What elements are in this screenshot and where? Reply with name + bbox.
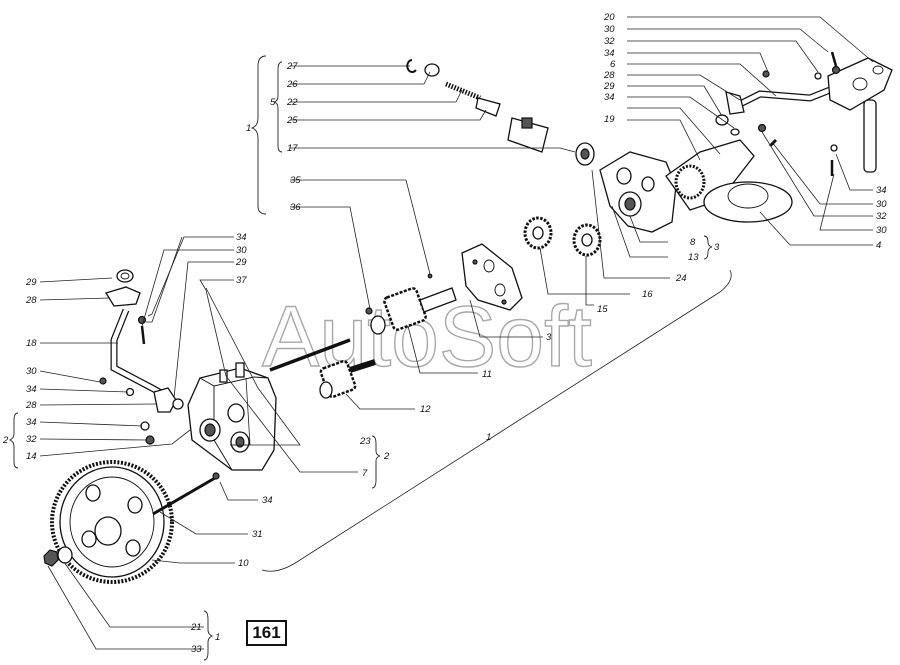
label-15: 15 [597, 304, 608, 315]
label-24: 24 [675, 273, 687, 284]
label-34: 34 [262, 495, 273, 506]
label-33: 33 [191, 644, 202, 655]
label-17: 17 [287, 143, 298, 154]
label-36: 36 [290, 202, 301, 213]
label-11: 11 [482, 369, 492, 380]
figure-number: 161 [252, 623, 281, 642]
label-32: 32 [876, 211, 887, 222]
label-group-1: 1 [246, 123, 251, 134]
label-30: 30 [876, 225, 887, 236]
label-30: 30 [604, 24, 615, 35]
label-28: 28 [603, 70, 615, 81]
small-gear-16-part [572, 223, 602, 257]
label-34: 34 [236, 232, 247, 243]
pump-housing-left-part [187, 362, 277, 471]
label-group-1: 1 [215, 632, 220, 643]
label-30: 30 [876, 199, 887, 210]
oil-tube-left-part [99, 269, 184, 445]
label-32: 32 [604, 36, 615, 47]
label-12: 12 [420, 404, 431, 415]
label-group-5: 5 [270, 97, 276, 108]
label-34: 34 [604, 48, 615, 59]
label-group-2: 2 [383, 451, 390, 462]
part-labels: 20 30 32 34 6 28 29 34 19 34 30 32 30 4 … [2, 12, 887, 655]
label-21: 21 [190, 622, 202, 633]
label-37: 37 [236, 275, 247, 286]
label-31: 31 [252, 529, 263, 540]
label-22: 22 [286, 97, 298, 108]
label-10: 10 [238, 558, 249, 569]
nut-34-part [212, 472, 220, 480]
label-6: 6 [610, 59, 616, 70]
label-28: 28 [25, 400, 37, 411]
pump-gear-12-part [319, 359, 376, 399]
label-27: 27 [286, 61, 298, 72]
label-4: 4 [876, 240, 881, 251]
label-25: 25 [286, 115, 298, 126]
label-19: 19 [604, 114, 615, 125]
label-16: 16 [642, 289, 653, 300]
leader-lines [8, 16, 874, 661]
label-29: 29 [603, 81, 615, 92]
label-group-3: 3 [714, 242, 720, 253]
label-20: 20 [603, 12, 615, 23]
label-34: 34 [26, 384, 37, 395]
label-8: 8 [690, 237, 696, 248]
label-14: 14 [26, 451, 37, 462]
oil-strainer-part [703, 181, 793, 223]
label-7: 7 [362, 468, 368, 479]
label-18: 18 [26, 338, 37, 349]
label-13: 13 [688, 252, 699, 263]
figure-number-box: 161 [246, 620, 287, 646]
washer-nut-part [43, 546, 73, 567]
pump-gear-11-part [365, 287, 457, 335]
small-gear-15-part [523, 216, 553, 250]
drive-gear-part [50, 460, 174, 584]
label-34: 34 [26, 417, 37, 428]
label-30: 30 [236, 245, 247, 256]
pump-housing-right-part [599, 139, 755, 233]
label-group-2: 2 [2, 435, 9, 446]
label-29: 29 [235, 257, 247, 268]
label-34: 34 [604, 92, 615, 103]
label-34: 34 [876, 185, 887, 196]
label-26: 26 [286, 79, 298, 90]
label-32: 32 [26, 434, 37, 445]
label-35: 35 [290, 175, 301, 186]
relief-valve-assembly-part [406, 59, 595, 166]
label-30: 30 [26, 366, 37, 377]
label-1: 1 [486, 432, 491, 443]
pump-cover-plate-part [461, 243, 523, 311]
oil-tube-right-part [715, 51, 893, 176]
label-3: 3 [546, 332, 552, 343]
label-29: 29 [25, 277, 37, 288]
label-28: 28 [25, 295, 37, 306]
label-23: 23 [359, 436, 371, 447]
